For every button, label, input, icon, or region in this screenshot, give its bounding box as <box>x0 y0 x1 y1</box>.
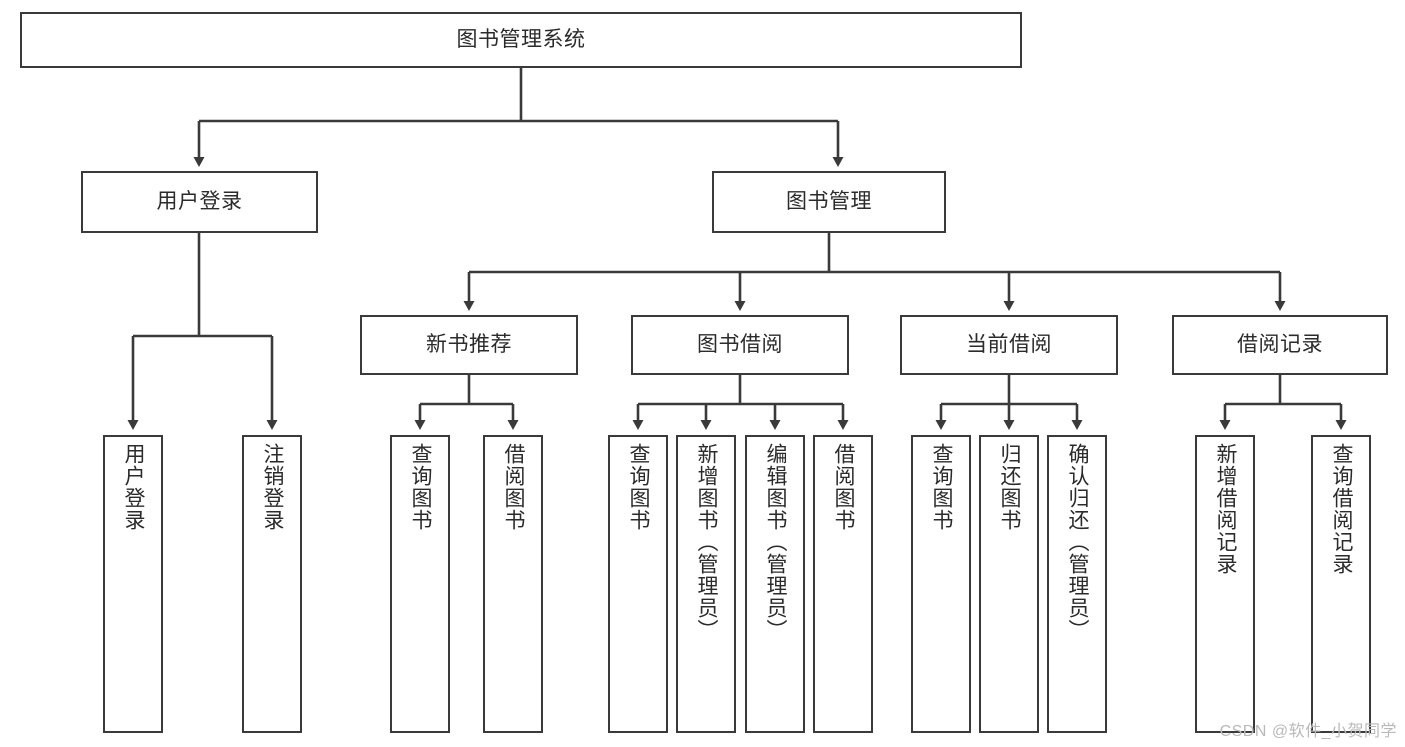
leaf-query-book-3[interactable]: 查询图书 <box>911 435 971 733</box>
leaf-add-book[interactable]: 新增图书（管理员） <box>676 435 736 733</box>
leaf-confirm-return[interactable]: 确认归还（管理员） <box>1047 435 1107 733</box>
leaf-return-book-label: 归还图书 <box>998 443 1022 531</box>
node-book-borrow[interactable]: 图书借阅 <box>631 315 849 375</box>
leaf-confirm-return-label: 确认归还（管理员） <box>1066 443 1090 641</box>
node-current-borrow[interactable]: 当前借阅 <box>900 315 1118 375</box>
node-book-management[interactable]: 图书管理 <box>712 171 946 233</box>
leaf-query-book-2-label: 查询图书 <box>627 443 651 531</box>
node-book-borrow-label: 图书借阅 <box>697 332 783 356</box>
leaf-add-book-label: 新增图书（管理员） <box>695 443 719 641</box>
node-current-borrow-label: 当前借阅 <box>966 332 1052 356</box>
node-user-login-label: 用户登录 <box>156 189 243 213</box>
node-borrow-record-label: 借阅记录 <box>1237 332 1323 356</box>
leaf-add-record-label: 新增借阅记录 <box>1214 443 1238 575</box>
leaf-borrow-book-1-label: 借阅图书 <box>502 443 526 531</box>
leaf-return-book[interactable]: 归还图书 <box>979 435 1039 733</box>
leaf-query-book-1-label: 查询图书 <box>409 443 433 531</box>
node-root[interactable]: 图书管理系统 <box>20 12 1022 68</box>
leaf-edit-book[interactable]: 编辑图书（管理员） <box>745 435 805 733</box>
leaf-user-login[interactable]: 用户登录 <box>103 435 163 733</box>
csdn-watermark: CSDN @软件_小贺同学 <box>1219 723 1397 740</box>
leaf-user-login-label: 用户登录 <box>122 443 146 531</box>
leaf-query-record-label: 查询借阅记录 <box>1330 443 1354 575</box>
leaf-query-book-1[interactable]: 查询图书 <box>390 435 450 733</box>
node-borrow-record[interactable]: 借阅记录 <box>1172 315 1388 375</box>
leaf-query-book-2[interactable]: 查询图书 <box>608 435 668 733</box>
node-new-book-recommend-label: 新书推荐 <box>426 332 512 356</box>
node-book-management-label: 图书管理 <box>786 189 872 213</box>
leaf-borrow-book-2-label: 借阅图书 <box>832 443 856 531</box>
leaf-logout[interactable]: 注销登录 <box>242 435 302 733</box>
leaf-borrow-book-2[interactable]: 借阅图书 <box>813 435 873 733</box>
node-root-label: 图书管理系统 <box>456 27 586 51</box>
leaf-logout-label: 注销登录 <box>261 443 285 531</box>
node-user-login[interactable]: 用户登录 <box>81 171 318 233</box>
leaf-query-book-3-label: 查询图书 <box>930 443 954 531</box>
node-new-book-recommend[interactable]: 新书推荐 <box>360 315 578 375</box>
leaf-edit-book-label: 编辑图书（管理员） <box>764 443 788 641</box>
leaf-borrow-book-1[interactable]: 借阅图书 <box>483 435 543 733</box>
leaf-add-record[interactable]: 新增借阅记录 <box>1195 435 1255 733</box>
leaf-query-record[interactable]: 查询借阅记录 <box>1311 435 1371 733</box>
